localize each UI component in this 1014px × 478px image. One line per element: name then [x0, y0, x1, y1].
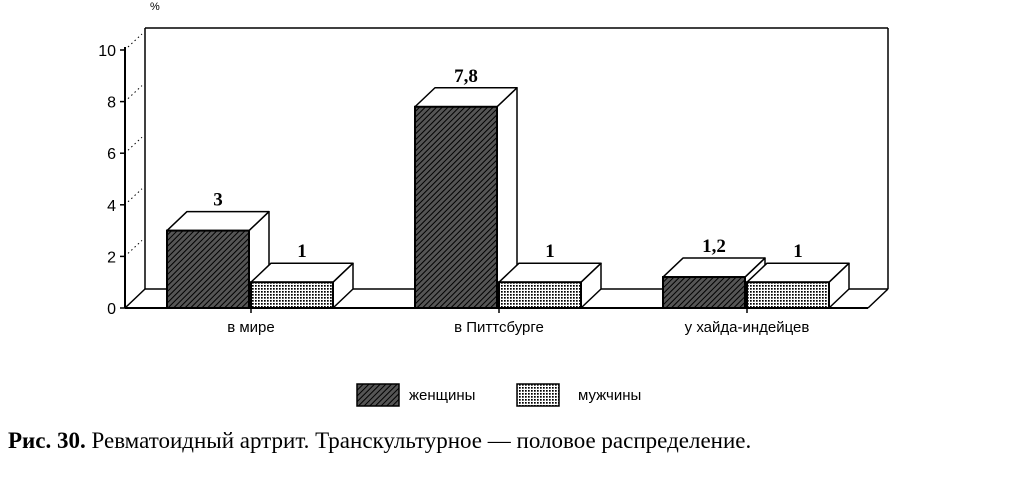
x-tick-label: в мире [227, 319, 275, 336]
bar-women [166, 210, 270, 310]
data-label: 1 [545, 241, 555, 262]
bars: 3 1 в мире 7,8 1 в Питтсбурге 1,2 1 у хайда-инде… [166, 66, 850, 336]
axis-corner-edge [124, 288, 146, 309]
x-tick-label: в Питтсбурге [454, 319, 544, 336]
figure-caption: Рис. 30. Ревматоидный артрит. Транскульт… [8, 428, 1008, 454]
bar-front-face [662, 276, 746, 310]
bar-front-face [414, 105, 498, 310]
bar-men [250, 262, 354, 310]
gridline-depth-dotted [127, 136, 143, 151]
legend-label-men: мужчины [578, 387, 641, 404]
y-axis: 0 2 4 6 8 10 [98, 33, 143, 318]
y-tick-label: 10 [98, 43, 116, 60]
gridline-depth-dotted [127, 33, 143, 48]
legend: женщины мужчины [356, 383, 641, 407]
data-label: 3 [213, 190, 223, 211]
gridline-depth-dotted [127, 240, 143, 254]
bar-men [498, 262, 602, 310]
legend-swatch-women [356, 383, 400, 407]
figure-caption-text: Ревматоидный артрит. Транскультурное — п… [91, 428, 752, 453]
bar-women [414, 87, 518, 310]
legend-label-women: женщины [409, 387, 475, 404]
figure-caption-label: Рис. 30. [8, 428, 86, 453]
y-tick-label: 6 [107, 146, 116, 163]
bar-front-face [498, 281, 582, 310]
data-label: 1 [793, 241, 803, 262]
gridline-depth-dotted [127, 188, 143, 203]
gridline-depth-dotted [127, 85, 143, 99]
floor-right-edge [867, 288, 889, 309]
legend-swatch-men [516, 383, 560, 407]
y-tick-label: 0 [107, 301, 116, 318]
y-tick-label: 4 [107, 198, 116, 215]
bar-front-face [250, 281, 334, 310]
y-tick-label: 2 [107, 249, 116, 266]
data-label: 7,8 [454, 66, 478, 87]
y-axis-unit: % [150, 1, 160, 13]
y-tick-label: 8 [107, 95, 116, 112]
bar-front-face [166, 229, 250, 310]
x-tick-label: у хайда-индейцев [685, 319, 810, 336]
data-label: 1 [297, 241, 307, 262]
data-label: 1,2 [702, 236, 726, 257]
bar-men [746, 262, 850, 310]
bar-front-face [746, 281, 830, 310]
